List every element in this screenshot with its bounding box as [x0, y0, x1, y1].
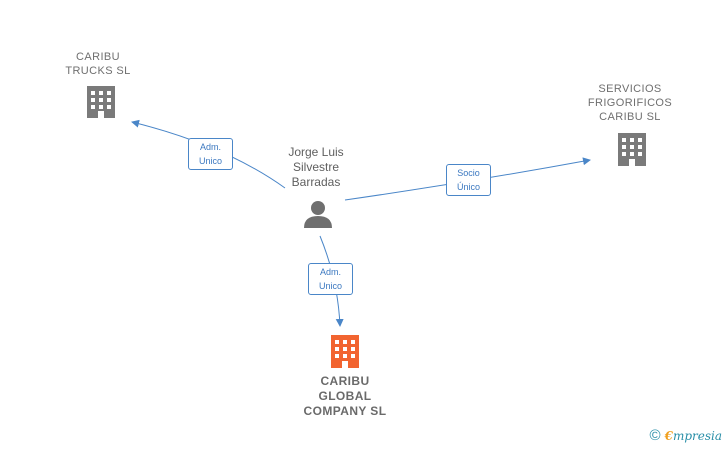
building-icon-caribu-global[interactable]: [331, 335, 359, 368]
edge-badge-socio-unico: Socio Único: [446, 164, 491, 196]
person-label[interactable]: Jorge Luis Silvestre Barradas: [288, 145, 344, 189]
building-icon-caribu-trucks[interactable]: [87, 86, 115, 118]
node-label-caribu-global[interactable]: CARIBU GLOBAL COMPANY SL: [303, 374, 387, 418]
person-icon[interactable]: [304, 201, 332, 228]
footer-brand: © €mpresia: [650, 427, 722, 444]
node-label-caribu-trucks[interactable]: CARIBU TRUCKS SL: [65, 51, 131, 77]
brand-logo[interactable]: €mpresia: [664, 428, 722, 443]
building-icon-servicios-frigorificos[interactable]: [618, 133, 646, 166]
edge-badge-adm-unico-trucks: Adm. Unico: [188, 138, 233, 170]
node-label-servicios-frigorificos[interactable]: SERVICIOS FRIGORIFICOS CARIBU SL: [587, 83, 673, 123]
edge-badge-adm-unico-global: Adm. Unico: [308, 263, 353, 295]
copyright-icon: ©: [649, 427, 661, 444]
